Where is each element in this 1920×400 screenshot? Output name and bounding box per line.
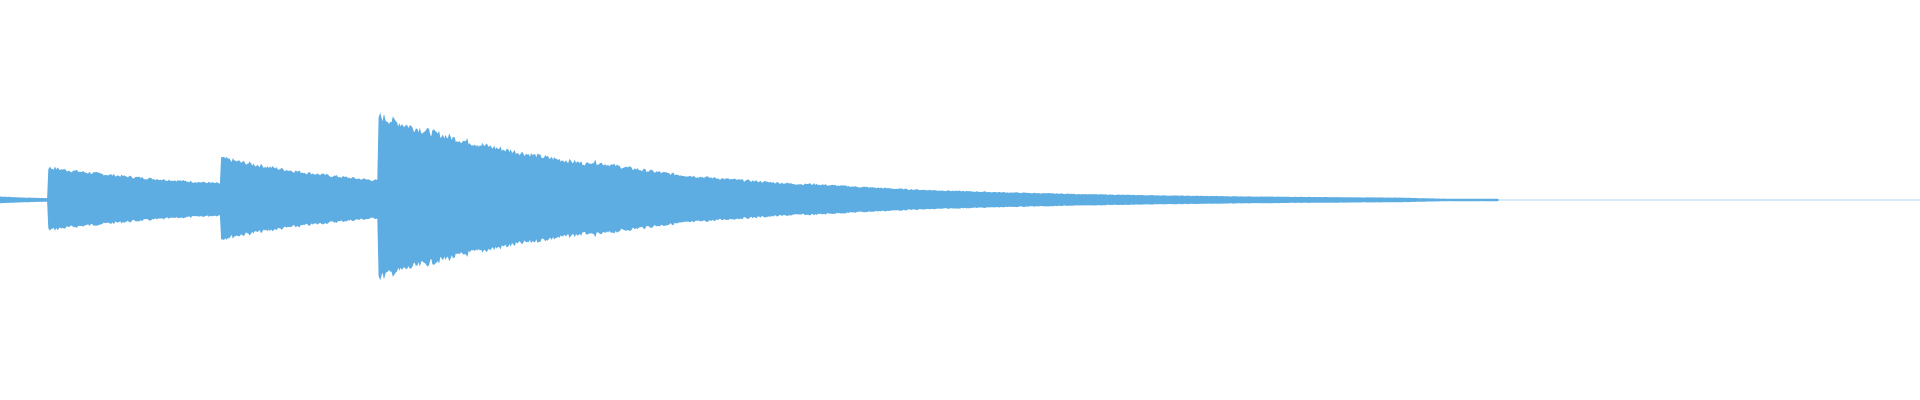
waveform-envelope — [0, 112, 1920, 281]
